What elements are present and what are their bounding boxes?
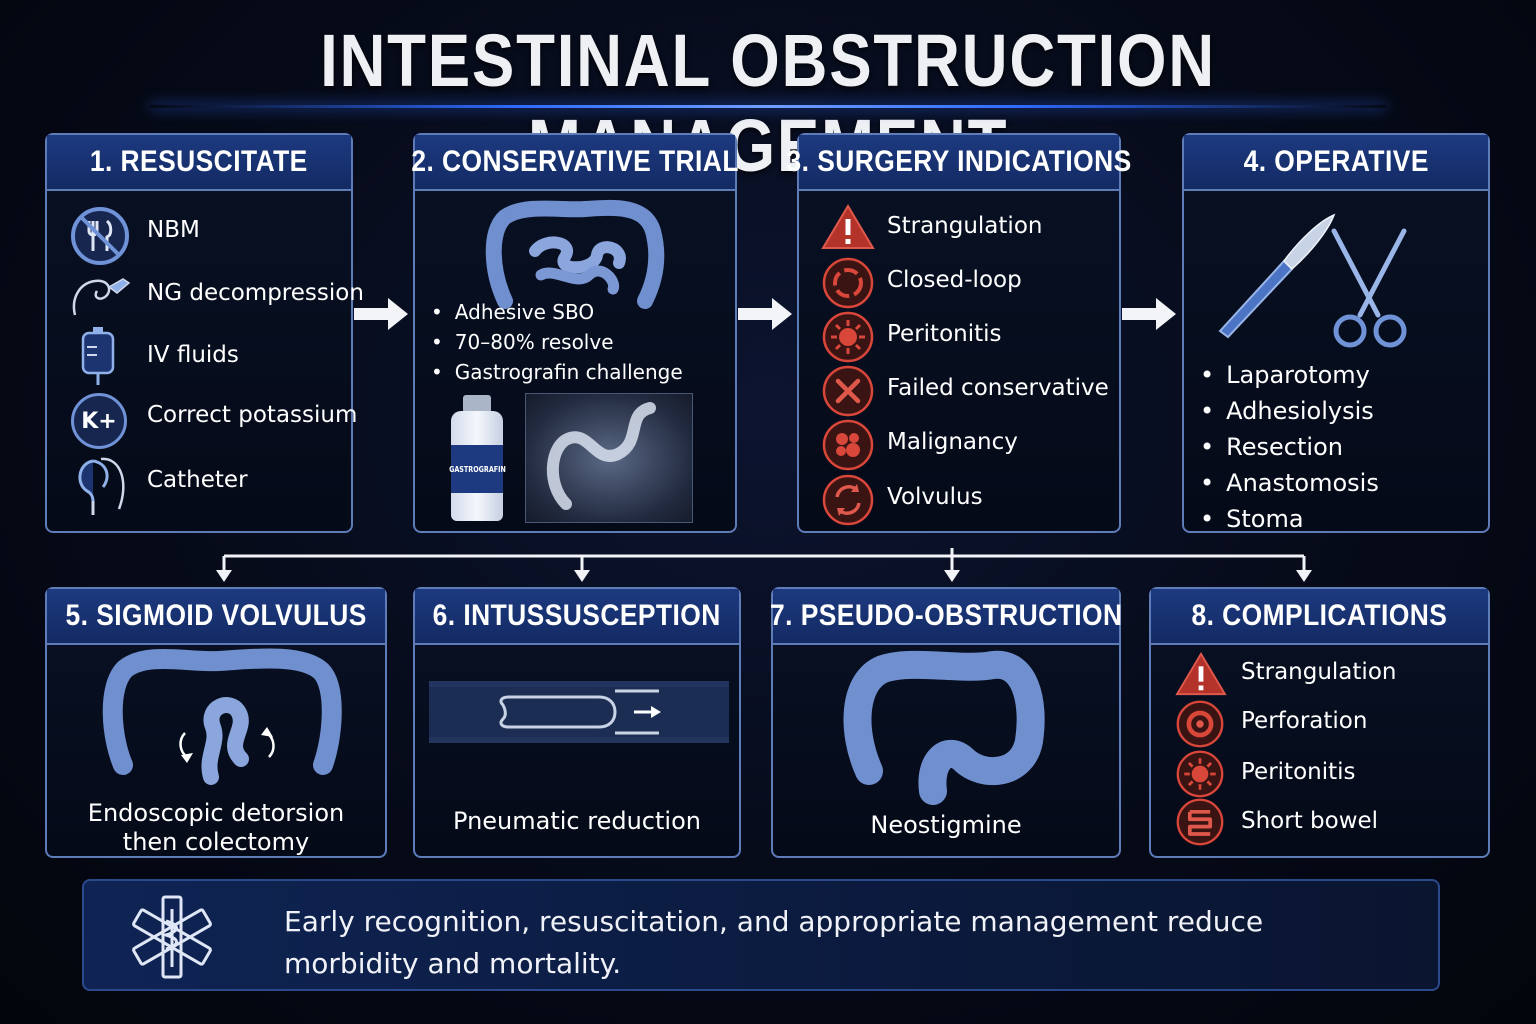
- list-item: Correct potassium: [147, 402, 358, 428]
- xray-image: [525, 393, 693, 523]
- list-item: NG decompression: [147, 280, 364, 306]
- operative-bullets: Laparotomy Adhesiolysis Resection Anasto…: [1200, 357, 1379, 537]
- card-resuscitate: 1. RESUSCITATE NBM NG decompression IV f…: [45, 133, 364, 533]
- gastrografin-bottle: GASTROGRAFIN: [447, 395, 507, 521]
- warning-icon: [1175, 652, 1227, 696]
- peritonitis-icon: [1176, 750, 1224, 798]
- page-title: INTESTINAL OBSTRUCTION MANAGEMENT: [320, 19, 1216, 187]
- scissors-icon: [1331, 228, 1407, 348]
- card-operative: 4. OPERATIVE Laparotomy Adhesiolysis Res…: [1182, 133, 1490, 533]
- bottle-label: GASTROGRAFIN: [448, 464, 506, 474]
- list-item: Peritonitis: [887, 321, 1002, 347]
- list-item: 70–80% resolve: [431, 327, 683, 357]
- card-intussusception: 6. INTUSSUSCEPTION Pneumatic reduction: [413, 587, 741, 858]
- list-item: Gastrografin challenge: [431, 357, 683, 387]
- star-of-life-icon: [132, 895, 212, 979]
- card-sigmoid-heading: 5. SIGMOID VOLVULUS: [47, 589, 385, 645]
- list-item: Short bowel: [1241, 808, 1379, 834]
- closed-loop-icon: [822, 257, 874, 309]
- warning-icon: [821, 204, 875, 249]
- card-intussusception-heading: 6. INTUSSUSCEPTION: [415, 589, 739, 645]
- list-item: IV fluids: [147, 342, 239, 368]
- list-item: Strangulation: [887, 213, 1043, 239]
- list-item: Peritonitis: [1241, 759, 1356, 785]
- card-complications-heading: 8. COMPLICATIONS: [1151, 589, 1488, 645]
- catheter-icon: [78, 457, 125, 515]
- failed-icon: [822, 365, 874, 417]
- card-sigmoid-volvulus: 5. SIGMOID VOLVULUS Endoscopic detorsion…: [45, 587, 387, 858]
- list-item: Adhesiolysis: [1200, 393, 1379, 429]
- ng-tube-icon: [72, 278, 131, 316]
- sigmoid-caption: Endoscopic detorsion then colectomy: [87, 799, 345, 856]
- card-conservative-heading: 2. CONSERVATIVE TRIAL: [411, 135, 738, 191]
- potassium-icon: K+: [71, 393, 127, 449]
- flow-arrow-right: [354, 298, 408, 330]
- card-operative-heading: 4. OPERATIVE: [1184, 135, 1488, 191]
- scalpel-icon: [1218, 213, 1336, 339]
- summary-text: Early recognition, resuscitation, and ap…: [284, 905, 1264, 980]
- sigmoid-colon-illustration: [102, 648, 342, 785]
- list-item: Closed-loop: [887, 267, 1022, 293]
- card-pseudo-heading: 7. PSEUDO-OBSTRUCTION: [770, 589, 1122, 645]
- card-surgery-heading: 3. SURGERY INDICATIONS: [786, 135, 1131, 191]
- list-item: Adhesive SBO: [431, 297, 683, 327]
- perforation-icon: [1176, 700, 1224, 748]
- volvulus-icon: [822, 474, 874, 526]
- short-bowel-icon: [1176, 798, 1224, 846]
- conservative-bullets: Adhesive SBO 70–80% resolve Gastrografin…: [431, 297, 683, 387]
- list-item: Perforation: [1241, 708, 1368, 734]
- iv-bag-icon: [81, 327, 115, 385]
- card-complications: 8. COMPLICATIONS Strangulation Perforati…: [1149, 587, 1490, 858]
- pseudo-caption: Neostigmine: [870, 811, 1022, 839]
- malignancy-icon: [822, 419, 874, 471]
- intussusception-illustration: [429, 681, 729, 743]
- list-item: Resection: [1200, 429, 1379, 465]
- dilated-colon-illustration: [843, 650, 1045, 805]
- intussusception-caption: Pneumatic reduction: [453, 807, 701, 835]
- no-food-icon: [71, 207, 129, 265]
- bowel-illustration-icon: [485, 199, 665, 309]
- list-item: Failed conservative: [887, 375, 1109, 401]
- list-item: NBM: [147, 217, 200, 243]
- list-item: Catheter: [147, 467, 248, 493]
- flow-arrow-right: [1122, 298, 1176, 330]
- title-underline: [150, 105, 1386, 108]
- list-item: Laparotomy: [1200, 357, 1379, 393]
- summary-banner: Early recognition, resuscitation, and ap…: [82, 879, 1440, 991]
- list-item: Malignancy: [887, 429, 1018, 455]
- card-resuscitate-heading: 1. RESUSCITATE: [47, 135, 351, 191]
- list-item: Anastomosis: [1200, 465, 1379, 501]
- list-item: Volvulus: [887, 484, 983, 510]
- card-conservative-trial: 2. CONSERVATIVE TRIAL Adhesive SBO 70–80…: [411, 133, 738, 533]
- card-surgery-indications: 3. SURGERY INDICATIONS Strangulation Clo…: [786, 133, 1131, 533]
- card-pseudo-obstruction: 7. PSEUDO-OBSTRUCTION Neostigmine: [770, 587, 1122, 858]
- flow-arrow-right: [738, 298, 792, 330]
- peritonitis-icon: [822, 311, 874, 363]
- list-item: Stoma: [1200, 501, 1379, 537]
- list-item: Strangulation: [1241, 659, 1397, 685]
- branch-connector: [216, 548, 1312, 582]
